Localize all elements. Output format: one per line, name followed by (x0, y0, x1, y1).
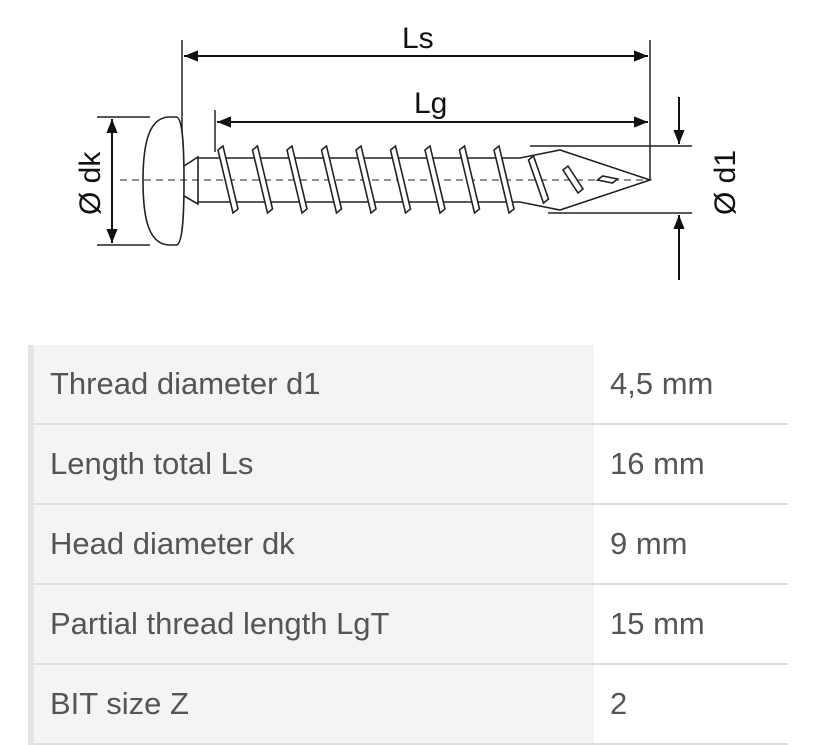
lg-label: Lg (414, 87, 447, 120)
dk-label: Ø dk (74, 151, 107, 215)
ls-label: Ls (402, 22, 434, 55)
spec-value: 2 (594, 664, 788, 745)
spec-label: Thread diameter d1 (31, 345, 594, 425)
spec-value: 4,5 mm (594, 345, 788, 425)
thread-flight (493, 144, 515, 215)
thread-flight (424, 144, 446, 215)
spec-value: 9 mm (594, 504, 788, 585)
thread-flight (561, 164, 585, 195)
thread-flight (286, 144, 308, 215)
thread-flight (458, 144, 481, 215)
spec-value: 15 mm (594, 584, 788, 665)
d1-label: Ø d1 (709, 150, 742, 215)
thread-flight (251, 144, 274, 215)
thread-flight (595, 175, 620, 184)
spec-value: 16 mm (594, 424, 788, 505)
spec-label: BIT size Z (31, 664, 594, 745)
thread-flight (217, 144, 239, 215)
thread-flight (320, 144, 343, 215)
spec-label: Length total Ls (31, 424, 594, 505)
screw-dimension-drawing: Ls Lg Ø dk Ø d1 (74, 22, 742, 280)
screw-head (142, 116, 185, 246)
screw (120, 116, 653, 246)
thread-flight (389, 144, 412, 215)
dimension-lines (106, 50, 685, 280)
thread-flight (527, 154, 550, 205)
thread-flight (355, 144, 377, 215)
spec-label: Partial thread length LgT (31, 584, 594, 665)
spec-label: Head diameter dk (31, 504, 594, 585)
